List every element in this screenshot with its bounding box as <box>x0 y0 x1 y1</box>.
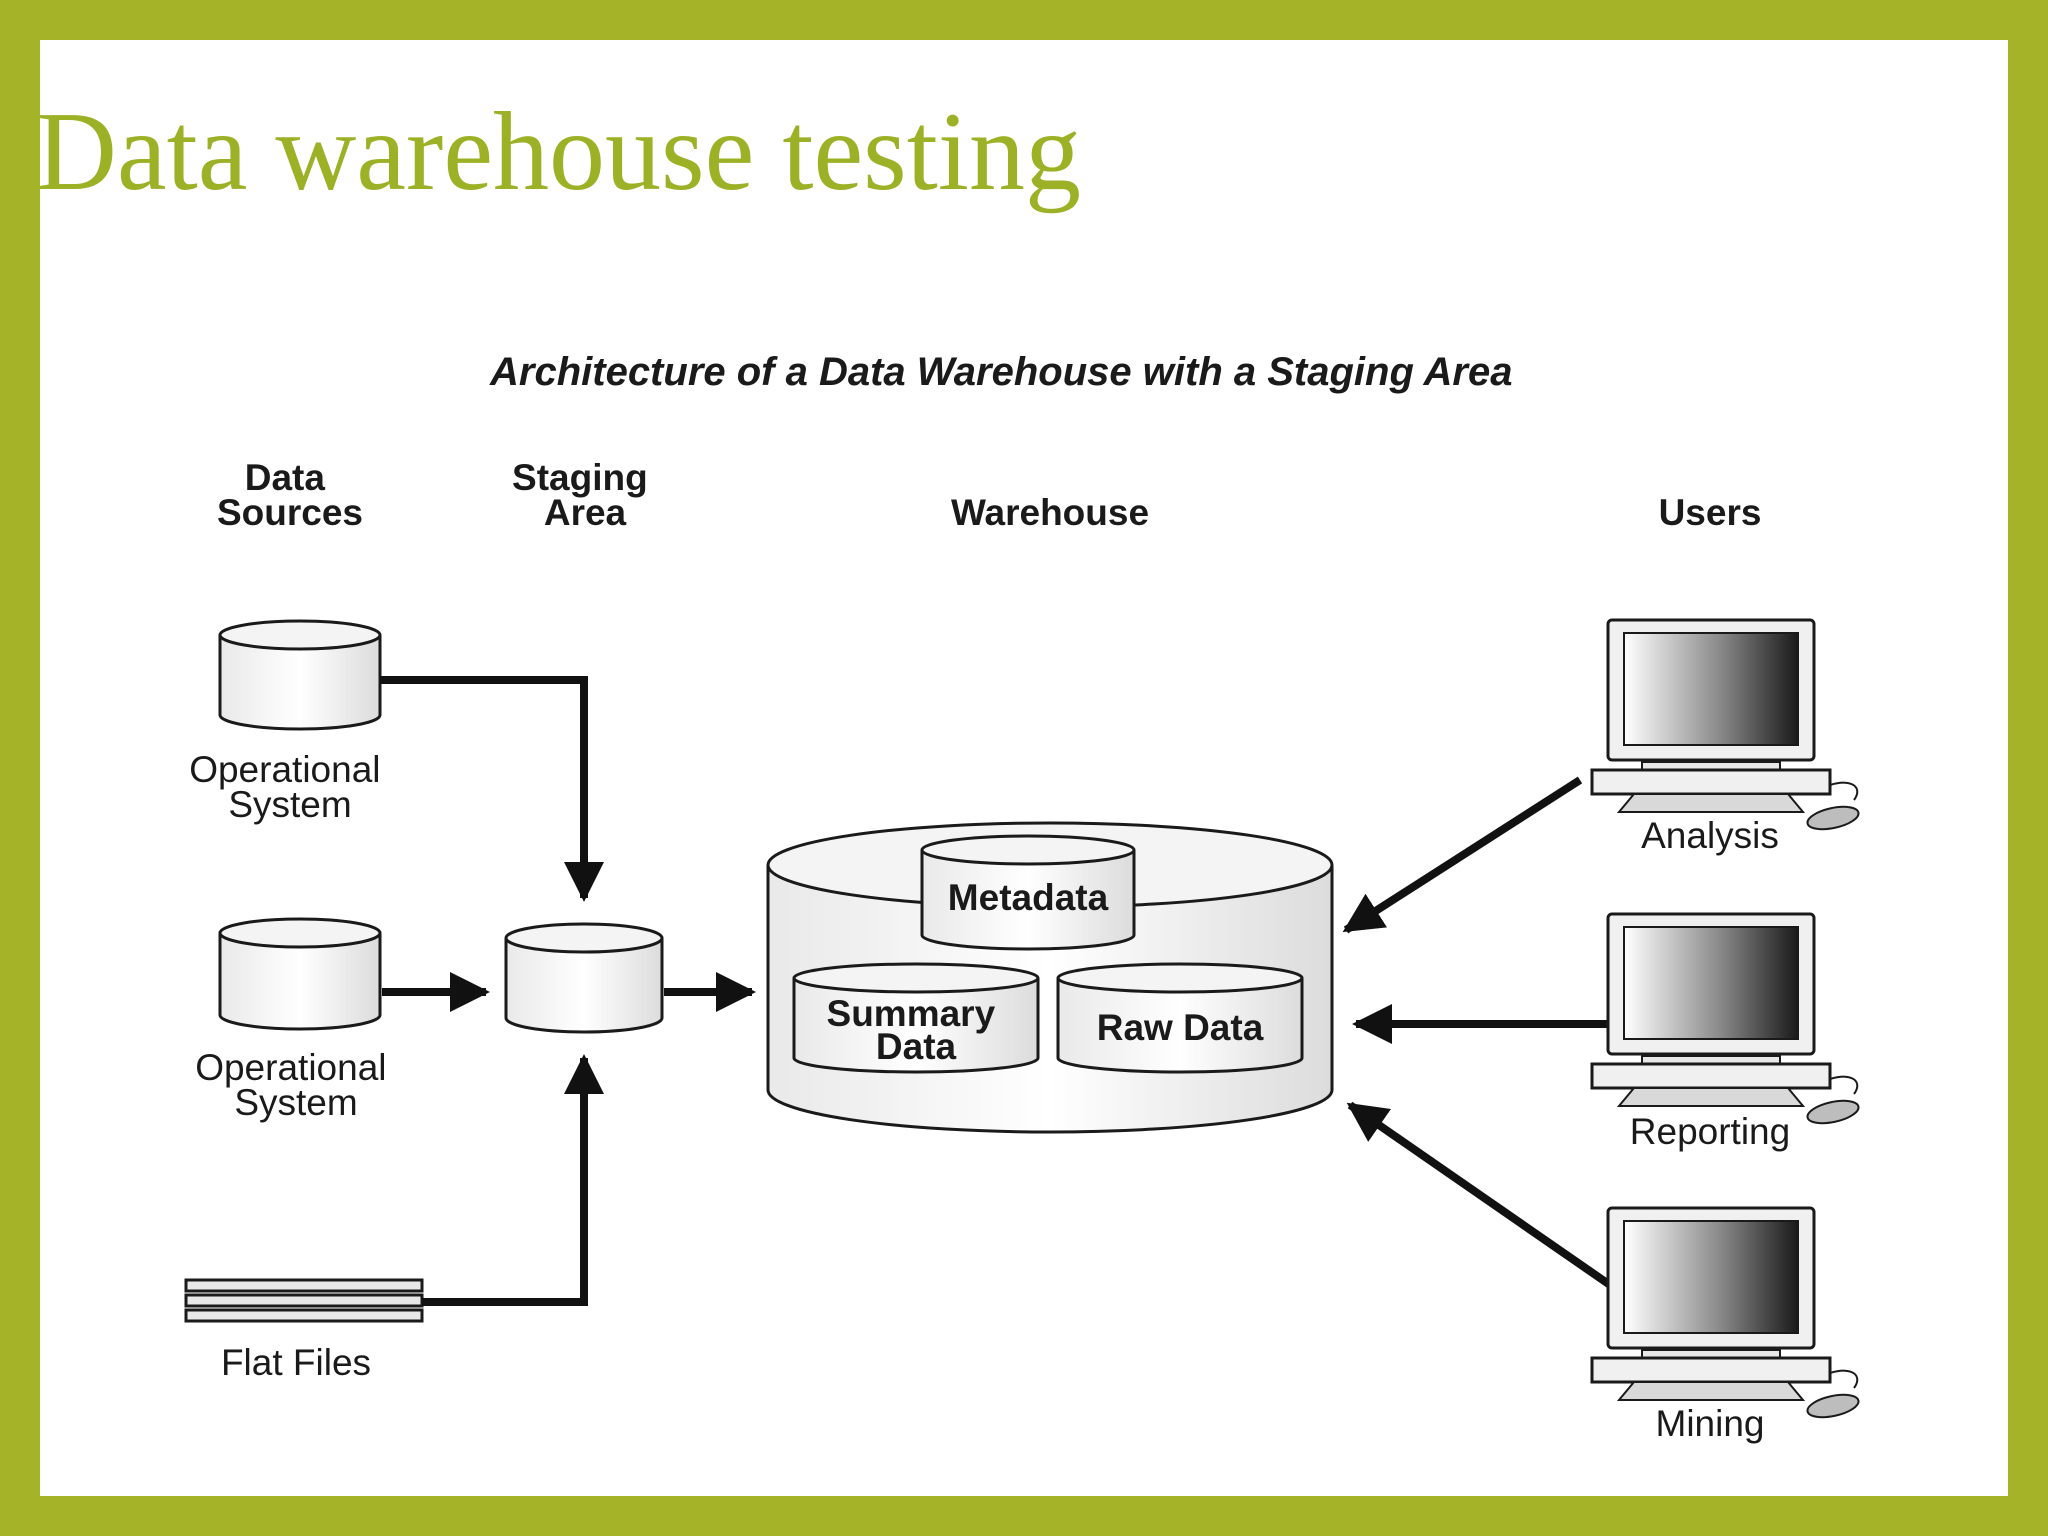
user-label-reporting: Reporting <box>1630 1111 1790 1152</box>
arrow-connector <box>1342 776 1583 934</box>
slide-title: Data warehouse testing <box>40 90 1081 214</box>
user-label-analysis: Analysis <box>1641 815 1779 856</box>
metadata-label: Metadata <box>948 877 1109 918</box>
column-header-staging-area: Staging Area <box>512 457 658 533</box>
computer-icon <box>1590 618 1860 831</box>
computer-icon <box>1590 912 1860 1125</box>
summary-data-label: Summary Data <box>827 993 1006 1067</box>
raw-data-label: Raw Data <box>1097 1007 1264 1048</box>
database-icon <box>218 619 382 731</box>
source-label: Operational System <box>195 1047 397 1123</box>
source-label: Flat Files <box>221 1342 371 1383</box>
column-header-warehouse: Warehouse <box>951 492 1149 533</box>
user-label-mining: Mining <box>1656 1403 1765 1444</box>
metadata-store-icon <box>920 834 1136 951</box>
database-icon <box>218 917 382 1031</box>
diagram-title: Architecture of a Data Warehouse with a … <box>489 350 1512 394</box>
flat-files-icon <box>184 1278 424 1323</box>
arrow-connector <box>422 1054 604 1306</box>
arrow-connector <box>380 676 604 902</box>
computer-icon <box>1590 1206 1860 1419</box>
column-header-users: Users <box>1659 492 1762 533</box>
raw-data-store-icon <box>1056 962 1304 1074</box>
arrow-connector <box>1346 1101 1613 1289</box>
staging-database-icon <box>504 922 664 1034</box>
slide: Data warehouse testing Architecture of a… <box>40 40 2008 1496</box>
column-header-data-sources: Data Sources <box>217 457 363 533</box>
architecture-diagram: Architecture of a Data Warehouse with a … <box>184 350 1860 1444</box>
summary-data-store-icon <box>792 962 1040 1074</box>
source-label: Operational System <box>189 749 391 825</box>
